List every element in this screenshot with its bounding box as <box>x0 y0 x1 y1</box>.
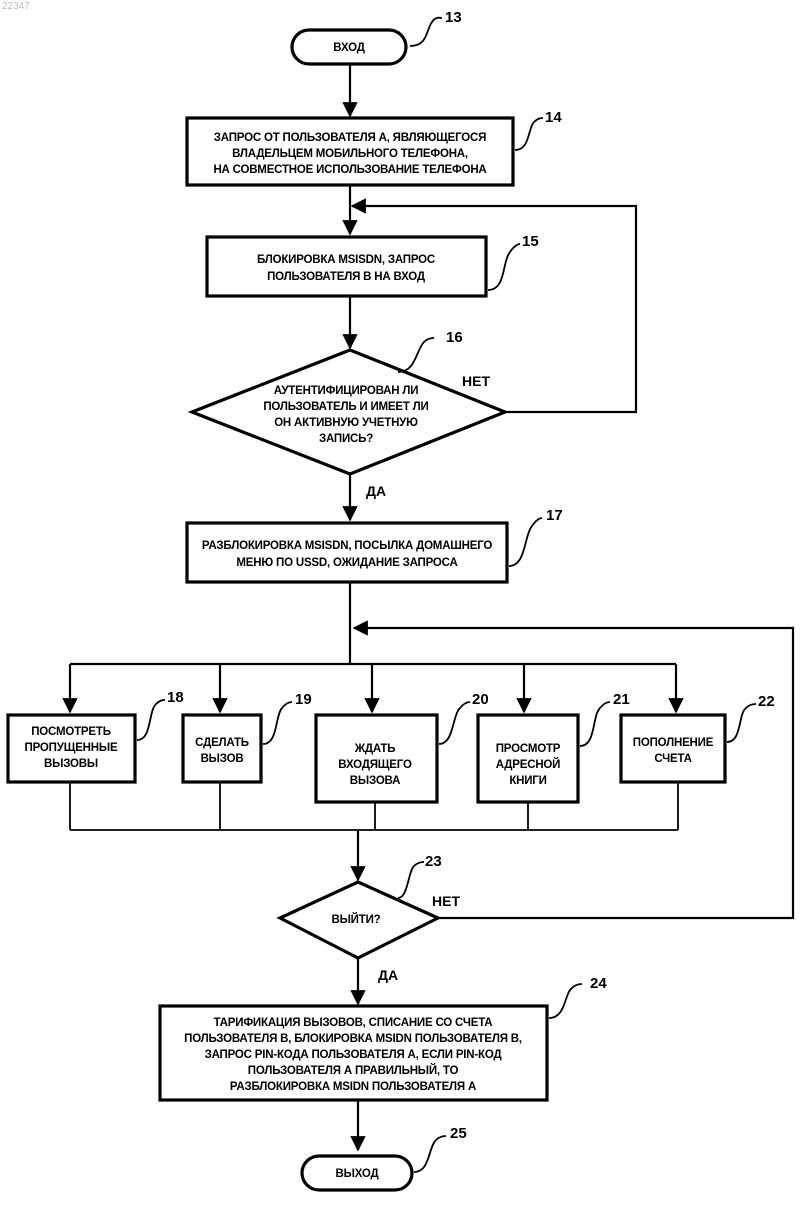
book-line-3: КНИГИ <box>509 775 546 787</box>
node-auth: АУТЕНТИФИЦИРОВАН ЛИ ПОЛЬЗОВАТЕЛЬ И ИМЕЕТ… <box>192 329 505 499</box>
unblock-line-1: РАЗБЛОКИРОВКА MSISDN, ПОСЫЛКА ДОМАШНЕГО <box>202 540 493 552</box>
ref-15: 15 <box>522 233 539 250</box>
process-unblock <box>187 523 507 582</box>
missed-line-1: ПОСМОТРЕТЬ <box>31 726 111 738</box>
node-topup: ПОПОЛНЕНИЕ СЧЕТА 22 <box>621 693 775 782</box>
end-label: ВЫХОД <box>336 1168 379 1180</box>
billing-line-3: ЗАПРОС PIN-КОДА ПОЛЬЗОВАТЕЛЯ А, ЕСЛИ PIN… <box>205 1049 502 1061</box>
topup-line-2: СЧЕТА <box>654 753 691 765</box>
connectors <box>70 64 793 1150</box>
ref-20: 20 <box>472 691 489 708</box>
node-billing: ТАРИФИКАЦИЯ ВЫЗОВОВ, СПИСАНИЕ СО СЧЕТА П… <box>160 975 607 1100</box>
request-line-3: НА СОВМЕСТНОЕ ИСПОЛЬЗОВАНИЕ ТЕЛЕФОНА <box>213 164 486 176</box>
billing-line-4: ПОЛЬЗОВАТЕЛЯ А ПРАВИЛЬНЫЙ, ТО <box>248 1064 459 1077</box>
node-wait: ЖДАТЬ ВХОДЯЩЕГО ВЫЗОВА 20 <box>316 691 489 802</box>
leader-16 <box>398 338 434 372</box>
ref-22: 22 <box>758 693 775 710</box>
missed-line-2: ПРОПУЩЕННЫЕ <box>25 742 118 754</box>
billing-line-1: ТАРИФИКАЦИЯ ВЫЗОВОВ, СПИСАНИЕ СО СЧЕТА <box>214 1017 493 1029</box>
ref-24: 24 <box>590 975 607 992</box>
auth-yes-label: ДА <box>366 483 386 499</box>
leader-24 <box>549 984 582 1018</box>
node-missed: ПОСМОТРЕТЬ ПРОПУЩЕННЫЕ ВЫЗОВЫ 18 <box>8 689 184 782</box>
watermark: 22347 <box>2 1 30 12</box>
book-line-2: АДРЕСНОЙ <box>496 758 561 771</box>
ref-14: 14 <box>545 109 562 126</box>
ref-18: 18 <box>167 689 184 706</box>
leader-18 <box>137 700 165 740</box>
ref-25: 25 <box>450 1125 467 1142</box>
leader-21 <box>580 702 610 746</box>
leader-17 <box>509 518 542 566</box>
process-block <box>207 237 486 296</box>
ref-23: 23 <box>425 853 442 870</box>
ref-13: 13 <box>445 9 462 26</box>
leader-22 <box>727 704 756 742</box>
auth-line-4: ЗАПИСЬ? <box>319 433 373 445</box>
node-end: ВЫХОД 25 <box>302 1125 467 1190</box>
exitq-label: ВЫЙТИ? <box>332 913 381 926</box>
node-block: БЛОКИРОВКА MSISDN, ЗАПРОС ПОЛЬЗОВАТЕЛЯ В… <box>207 233 539 296</box>
ref-17: 17 <box>546 507 563 524</box>
auth-no-label: НЕТ <box>462 373 490 389</box>
node-request: ЗАПРОС ОТ ПОЛЬЗОВАТЕЛЯ А, ЯВЛЯЮЩЕГОСЯ ВЛ… <box>187 109 562 185</box>
ref-16: 16 <box>446 329 463 346</box>
call-line-2: ВЫЗОВ <box>201 753 244 765</box>
request-line-1: ЗАПРОС ОТ ПОЛЬЗОВАТЕЛЯ А, ЯВЛЯЮЩЕГОСЯ <box>214 132 486 144</box>
wait-line-3: ВЫЗОВА <box>350 775 400 787</box>
exitq-yes-label: ДА <box>378 967 398 983</box>
billing-line-2: ПОЛЬЗОВАТЕЛЯ В, БЛОКИРОВКА MSIDN ПОЛЬЗОВ… <box>184 1033 522 1045</box>
leader-20 <box>439 702 470 744</box>
node-exitq: ВЫЙТИ? 23 НЕТ ДА <box>280 853 460 983</box>
block-line-2: ПОЛЬЗОВАТЕЛЯ В НА ВХОД <box>267 271 425 283</box>
leader-19 <box>263 702 292 744</box>
leader-25 <box>414 1136 446 1172</box>
wait-line-1: ЖДАТЬ <box>354 743 396 755</box>
unblock-line-2: МЕНЮ ПО USSD, ОЖИДАНИЕ ЗАПРОСА <box>236 557 457 569</box>
leader-15 <box>488 244 520 290</box>
start-label: ВХОД <box>333 42 364 54</box>
wait-line-2: ВХОДЯЩЕГО <box>338 759 412 771</box>
leader-13 <box>410 18 442 46</box>
missed-line-3: ВЫЗОВЫ <box>44 758 98 770</box>
exitq-no-label: НЕТ <box>432 893 460 909</box>
node-book: ПРОСМОТР АДРЕСНОЙ КНИГИ 21 <box>478 691 630 802</box>
topup-line-1: ПОПОЛНЕНИЕ <box>633 737 714 749</box>
node-call: СДЕЛАТЬ ВЫЗОВ 19 <box>183 691 312 782</box>
auth-line-2: ПОЛЬЗОВАТЕЛЬ И ИМЕЕТ ЛИ <box>263 401 428 413</box>
auth-line-1: АУТЕНТИФИЦИРОВАН ЛИ <box>274 385 419 397</box>
node-start: ВХОД 13 <box>292 9 462 64</box>
auth-line-3: ОН АКТИВНУЮ УЧЕТНУЮ <box>274 417 418 429</box>
leader-14 <box>515 118 543 150</box>
billing-line-5: РАЗБЛОКИРОВКА MSIDN ПОЛЬЗОВАТЕЛЯ А <box>230 1081 476 1093</box>
leader-23 <box>398 862 424 898</box>
ref-19: 19 <box>295 691 312 708</box>
call-line-1: СДЕЛАТЬ <box>195 737 249 749</box>
book-line-1: ПРОСМОТР <box>496 743 561 755</box>
request-line-2: ВЛАДЕЛЬЦЕМ МОБИЛЬНОГО ТЕЛЕФОНА, <box>232 148 468 160</box>
node-unblock: РАЗБЛОКИРОВКА MSISDN, ПОСЫЛКА ДОМАШНЕГО … <box>187 507 563 582</box>
ref-21: 21 <box>613 691 630 708</box>
block-line-1: БЛОКИРОВКА MSISDN, ЗАПРОС <box>257 254 435 266</box>
